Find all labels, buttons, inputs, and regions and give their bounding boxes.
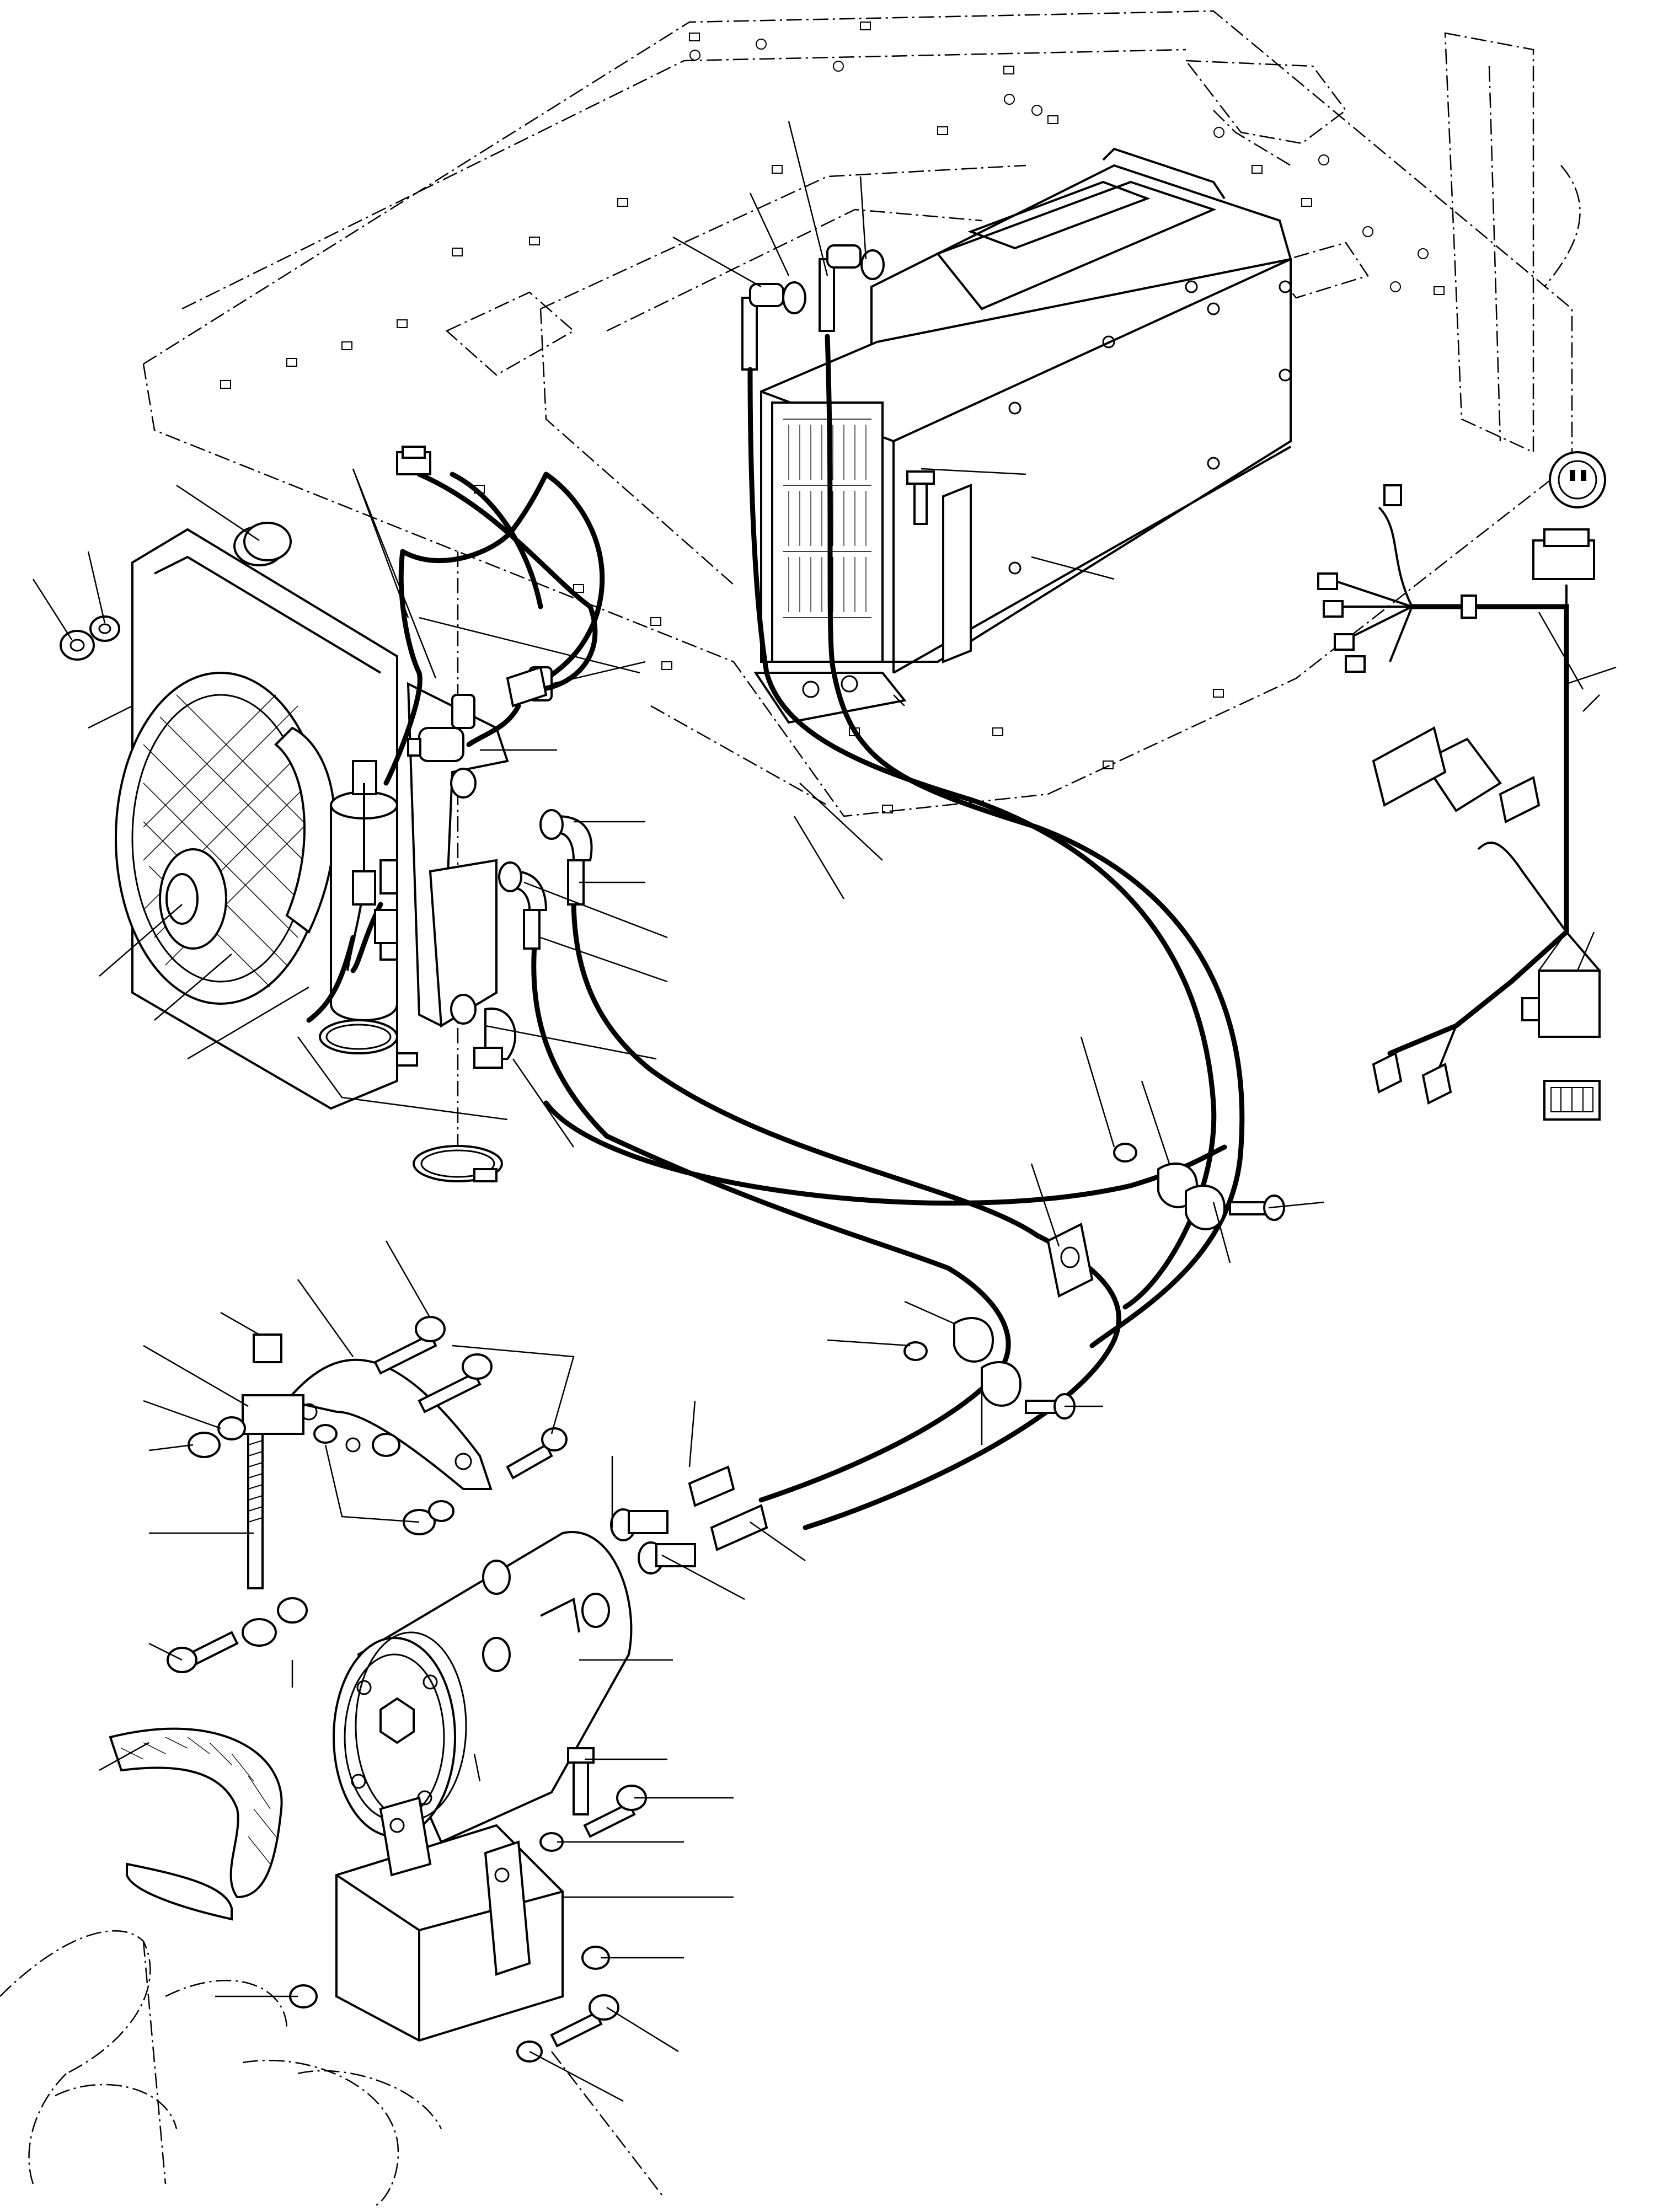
leader-lines bbox=[32, 121, 1617, 2102]
drive-belt bbox=[109, 1727, 283, 1921]
washer bbox=[89, 615, 120, 642]
clip-bolt bbox=[1025, 1195, 1285, 1420]
fan-cap bbox=[233, 522, 292, 566]
compressor-hose-couplers bbox=[610, 1465, 768, 1574]
hose-fittings bbox=[450, 666, 593, 1069]
hex-nut bbox=[60, 630, 95, 661]
socket-connector bbox=[1549, 451, 1606, 508]
cab-floor-outline bbox=[142, 10, 1581, 1158]
compressor bbox=[333, 1531, 633, 1844]
pressure-switch bbox=[407, 727, 464, 762]
heater-evaporator-unit bbox=[753, 147, 1292, 724]
heater-fittings bbox=[741, 244, 885, 371]
harness-clamp bbox=[1461, 594, 1477, 619]
clip-nut bbox=[903, 1143, 1137, 1361]
tension-adjuster bbox=[242, 1333, 304, 1647]
engine-fan bbox=[0, 1930, 662, 2207]
wiring-harness bbox=[1329, 506, 1601, 1081]
engine-bracket-bolts bbox=[289, 1747, 647, 2063]
condenser-wiring bbox=[346, 446, 598, 971]
compressor-mounting-plate bbox=[285, 1358, 493, 1490]
hose-clip bbox=[953, 1163, 1226, 1407]
mounting-bolt bbox=[906, 470, 935, 525]
rubber-grommet bbox=[1046, 1223, 1094, 1298]
hose-clamps bbox=[319, 1019, 503, 1182]
electrical-connectors bbox=[1317, 484, 1601, 1121]
engine-bracket bbox=[335, 1796, 564, 2042]
